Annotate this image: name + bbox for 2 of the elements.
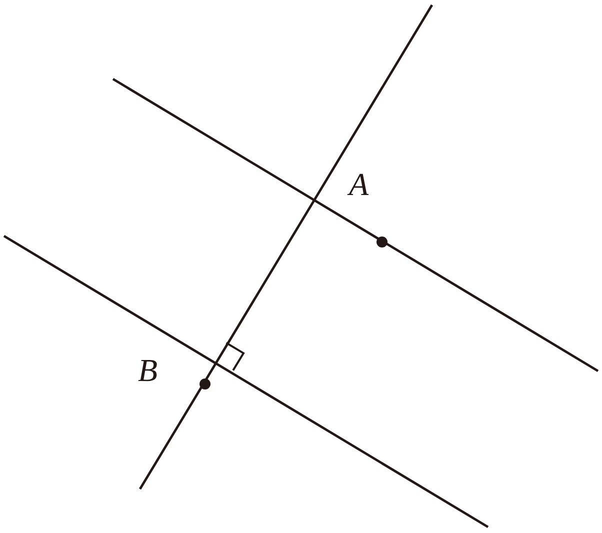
point-label: B <box>138 354 158 386</box>
point-label: A <box>349 168 369 200</box>
